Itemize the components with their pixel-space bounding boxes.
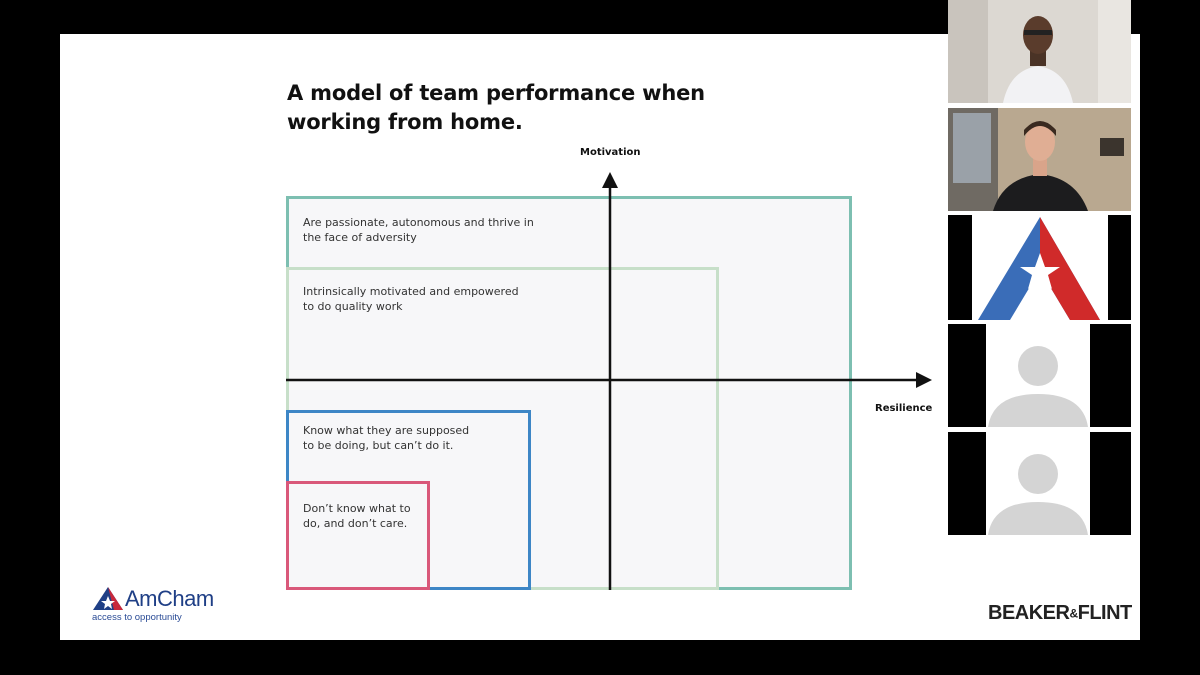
y-axis-label: Motivation (580, 147, 641, 158)
box-text-lightgreen: Intrinsically motivated and empowered to… (303, 285, 519, 313)
amcham-tagline: access to opportunity (92, 612, 182, 623)
box-text-pink: Don’t know what to do, and don’t care. (303, 502, 411, 530)
slide-title: A model of team performance when working… (287, 81, 705, 134)
quadrant-box-teal (286, 196, 852, 590)
quadrant-box-pink (286, 481, 430, 590)
participant-video-2[interactable] (948, 108, 1131, 211)
person-video-icon (948, 108, 1131, 211)
avatar-placeholder-icon (948, 324, 1131, 427)
box-text-teal: Are passionate, autonomous and thrive in… (303, 216, 534, 244)
ampersand: & (1069, 606, 1078, 621)
amcham-logo-icon (948, 215, 1131, 320)
beaker-word: BEAKER (988, 602, 1070, 624)
participant-amcham[interactable] (948, 215, 1131, 320)
x-axis-arrow (916, 372, 932, 388)
amcham-logo-icon (93, 587, 123, 610)
person-video-icon (948, 0, 1131, 103)
y-axis-arrow (602, 172, 618, 188)
box-text-blue: Know what they are supposed to be doing,… (303, 424, 470, 452)
avatar-placeholder-icon (948, 432, 1131, 535)
axes (286, 172, 932, 590)
participant-no-video-2[interactable] (948, 432, 1131, 535)
beaker-flint-logo: BEAKER&FLINT (988, 602, 1132, 625)
amcham-name: AmCham (125, 586, 214, 611)
participant-video-1[interactable] (948, 0, 1131, 103)
participant-no-video-1[interactable] (948, 324, 1131, 427)
flint-word: FLINT (1077, 602, 1133, 624)
x-axis-label: Resilience (875, 403, 933, 414)
